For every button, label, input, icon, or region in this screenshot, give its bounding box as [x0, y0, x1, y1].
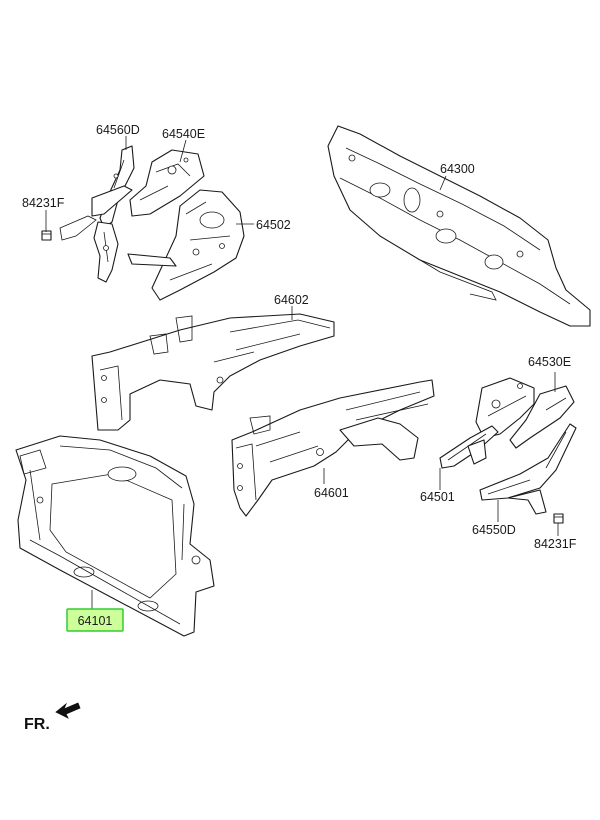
part-64560D-drawing [59, 145, 135, 283]
highlight-box-background [66, 608, 124, 632]
part-84231F-right-drawing [553, 513, 564, 524]
part-64502-drawing [127, 189, 245, 301]
label-64502[interactable]: 64502 [256, 218, 291, 232]
label-64550D[interactable]: 64550D [472, 523, 516, 537]
label-84231F-left[interactable]: 84231F [22, 196, 65, 210]
part-64501-drawing [439, 425, 499, 469]
label-64560D[interactable]: 64560D [96, 123, 140, 137]
front-direction-indicator: FR. [24, 702, 81, 733]
part-64602-drawing [91, 313, 335, 431]
part-64530E-drawing [475, 377, 575, 449]
part-84231F-left-drawing [41, 230, 52, 241]
label-64300[interactable]: 64300 [440, 162, 475, 176]
front-direction-label: FR. [24, 716, 50, 733]
label-64101[interactable]: 64101 [78, 614, 113, 628]
part-64101-drawing [15, 435, 215, 637]
part-64540E-drawing [129, 149, 205, 217]
label-64540E[interactable]: 64540E [162, 127, 205, 141]
label-64602[interactable]: 64602 [274, 293, 309, 307]
label-64530E[interactable]: 64530E [528, 355, 571, 369]
label-64601[interactable]: 64601 [314, 486, 349, 500]
part-64300-drawing [327, 125, 591, 327]
leader-lines [45, 136, 559, 610]
part-64601-drawing [231, 379, 435, 517]
label-64501[interactable]: 64501 [420, 490, 455, 504]
label-84231F-right[interactable]: 84231F [534, 537, 577, 551]
highlighted-part-box[interactable]: 64101 [66, 608, 124, 632]
part-64550D-drawing [479, 423, 577, 515]
front-arrow-icon [55, 702, 81, 719]
